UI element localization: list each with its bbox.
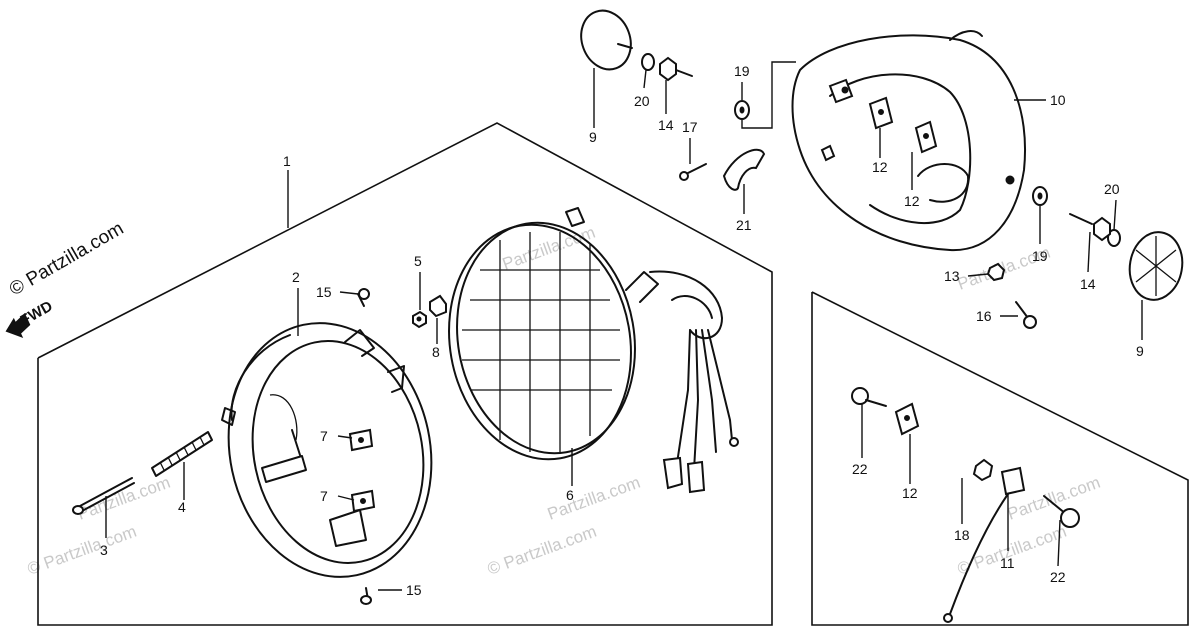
callout-19: 19 xyxy=(734,63,750,79)
callout-12: 12 xyxy=(902,485,918,501)
flange-bolt-lower xyxy=(1043,495,1080,528)
adjusting-spring xyxy=(151,431,213,477)
mounting-hardware-frame xyxy=(811,291,1189,626)
case-clip-hole xyxy=(878,109,884,115)
nut xyxy=(972,458,994,482)
washer xyxy=(641,53,655,71)
callout-20: 20 xyxy=(634,93,650,109)
callout-21: 21 xyxy=(736,217,752,233)
callout-11: 11 xyxy=(1000,555,1015,571)
watermark-layer: © Partzilla.com © Partzilla.com © Partzi… xyxy=(25,223,1103,579)
watermark: © Partzilla.com xyxy=(485,522,599,579)
callout-12: 12 xyxy=(872,159,888,175)
small-screw-upper xyxy=(357,288,370,307)
sealed-beam-unit xyxy=(448,207,739,494)
arrow-left-icon xyxy=(5,313,31,338)
callout-13: 13 xyxy=(944,268,960,284)
nut-hole xyxy=(416,316,422,322)
callout-10: 10 xyxy=(1050,92,1066,108)
callout-6: 6 xyxy=(566,487,574,503)
washer-hole xyxy=(739,106,745,114)
forward-direction-indicator: FWD xyxy=(5,298,56,338)
callout-18: 18 xyxy=(954,527,970,543)
callout-4: 4 xyxy=(178,499,186,515)
callout-14: 14 xyxy=(658,117,674,133)
callout-19: 19 xyxy=(1032,248,1048,264)
headlight-case xyxy=(791,30,1026,252)
watermark: Partzilla.com xyxy=(75,473,173,524)
callout-12: 12 xyxy=(904,193,920,209)
collar xyxy=(429,294,447,318)
callout-7: 7 xyxy=(320,488,328,504)
leader-lines xyxy=(105,61,1143,591)
callout-22: 22 xyxy=(852,461,868,477)
callout-15: 15 xyxy=(406,582,422,598)
watermark: © Partzilla.com xyxy=(25,522,139,579)
reflector-stud-right xyxy=(1069,213,1111,242)
rim-clip-hole xyxy=(358,437,364,443)
bracket xyxy=(722,148,766,191)
washer-hole xyxy=(1037,192,1043,200)
callout-22: 22 xyxy=(1050,569,1066,585)
adjusting-screw xyxy=(72,477,135,515)
watermark: Partzilla.com xyxy=(500,223,598,274)
headlight-assembly-frame xyxy=(37,122,773,626)
bolt xyxy=(1015,301,1037,329)
callout-14: 14 xyxy=(1080,276,1096,292)
reflector-stud-left xyxy=(659,56,693,82)
side-reflector-right xyxy=(1128,231,1184,301)
callout-20: 20 xyxy=(1104,181,1120,197)
callout-2: 2 xyxy=(292,269,300,285)
ground-wire xyxy=(943,466,1026,623)
flange-bolt-upper xyxy=(851,387,887,407)
headlight-rim xyxy=(221,322,433,578)
fwd-label: FWD xyxy=(18,298,56,330)
case-clip-hole xyxy=(923,133,929,139)
callout-15: 15 xyxy=(316,284,332,300)
clip-hole xyxy=(904,415,910,421)
callout-5: 5 xyxy=(414,253,422,269)
screw xyxy=(679,163,707,181)
callout-8: 8 xyxy=(432,344,440,360)
rim-clip-hole xyxy=(360,498,366,504)
small-screw-lower xyxy=(360,587,372,605)
watermark-main: © Partzilla.com xyxy=(6,218,127,300)
callout-labels: 1 2 3 4 5 6 7 7 8 9 9 10 11 12 12 12 13 … xyxy=(100,63,1144,598)
callout-9: 9 xyxy=(1136,343,1144,359)
callout-3: 3 xyxy=(100,542,108,558)
callout-16: 16 xyxy=(976,308,992,324)
watermark: Partzilla.com xyxy=(545,473,643,524)
callout-7: 7 xyxy=(320,428,328,444)
callout-17: 17 xyxy=(682,119,698,135)
callout-1: 1 xyxy=(283,153,291,169)
callout-9: 9 xyxy=(589,129,597,145)
side-reflector-left xyxy=(580,9,633,71)
